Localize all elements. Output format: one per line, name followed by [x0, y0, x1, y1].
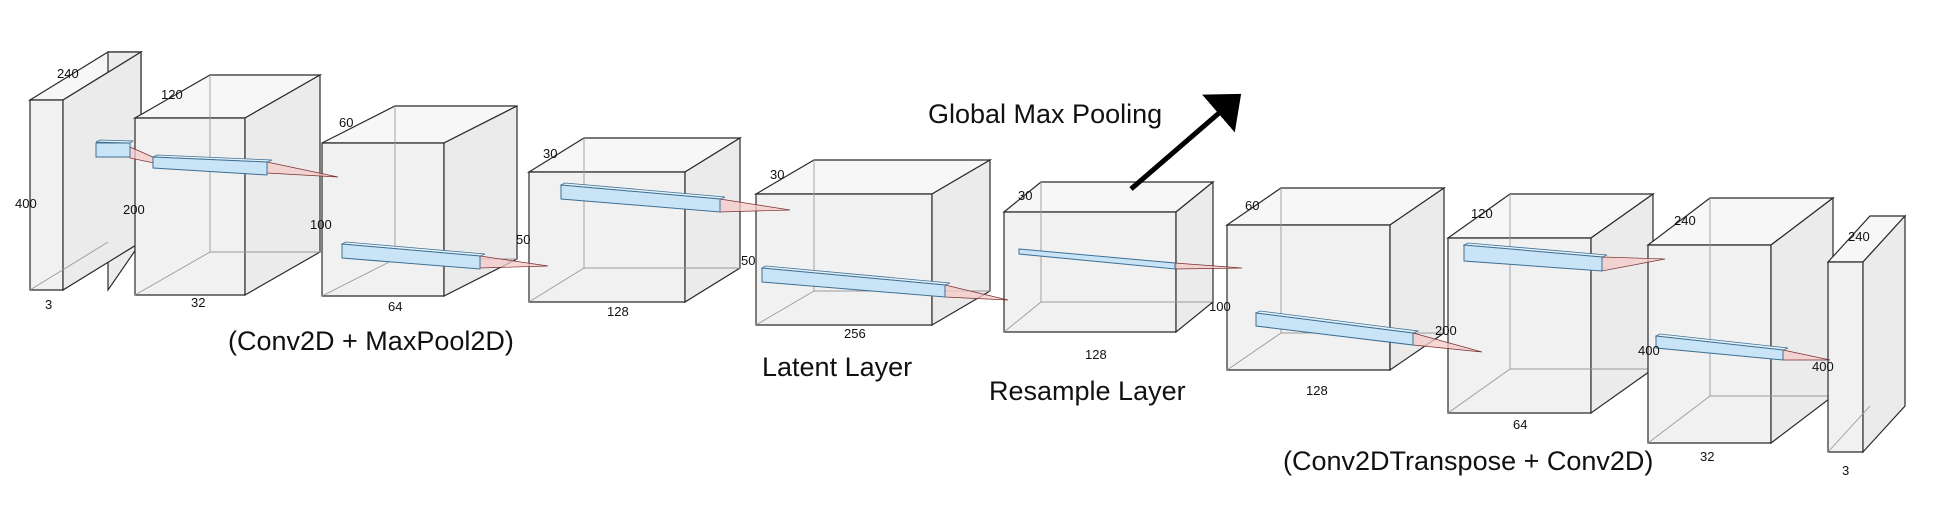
block-10-depth-label: 3	[1842, 463, 1849, 478]
block-2-height-label: 200	[123, 202, 145, 217]
block-1-depth-label: 3	[45, 297, 52, 312]
kernel-bar-8	[1463, 244, 1603, 272]
layer-block-resample	[1002, 180, 1215, 334]
layer-block-output	[1826, 214, 1907, 454]
block-7-width-label: 60	[1245, 198, 1259, 213]
kernel-bar-4	[560, 184, 721, 213]
layer-block-9	[1646, 196, 1835, 445]
block-10-height-label: 400	[1812, 359, 1834, 374]
block-10-width-label: 240	[1848, 229, 1870, 244]
block-4-height-label: 50	[516, 232, 530, 247]
block-8-depth-label: 64	[1513, 417, 1527, 432]
decoder-caption: (Conv2DTranspose + Conv2D)	[1283, 446, 1653, 476]
block-2-depth-label: 32	[191, 295, 205, 310]
block-8-height-label: 200	[1435, 323, 1457, 338]
encoder-caption: (Conv2D + MaxPool2D)	[228, 326, 514, 356]
captions: (Conv2D + MaxPool2D) Latent Layer Resamp…	[228, 99, 1653, 476]
kernel-bar-5	[761, 267, 946, 298]
resample-layer-caption: Resample Layer	[989, 376, 1186, 406]
layer-block-input	[27, 50, 144, 292]
block-7-height-label: 100	[1209, 299, 1231, 314]
block-5-depth-label: 256	[844, 326, 866, 341]
block-3-height-label: 100	[310, 217, 332, 232]
block-5-height-label: 50	[741, 253, 755, 268]
kernel-bar-7	[1255, 312, 1414, 346]
block-1-width-label: 240	[57, 66, 79, 81]
latent-layer-caption: Latent Layer	[762, 352, 912, 382]
block-9-height-label: 400	[1638, 343, 1660, 358]
kernel-bar-1	[95, 142, 131, 158]
global-max-pooling-arrow	[1129, 93, 1242, 191]
block-9-width-label: 240	[1674, 213, 1696, 228]
block-6-depth-label: 128	[1085, 347, 1107, 362]
kernel-bar-3	[341, 243, 481, 270]
layer-block-8	[1446, 192, 1655, 415]
kernel-bar-9	[1655, 335, 1784, 361]
layer-block-4	[526, 136, 743, 304]
block-5-width-label: 30	[770, 167, 784, 182]
kernel-bar-2	[152, 156, 268, 176]
kernel-bar-6	[1018, 248, 1176, 270]
block-7-depth-label: 128	[1306, 383, 1328, 398]
block-4-depth-label: 128	[607, 304, 629, 319]
global-max-pooling-caption: Global Max Pooling	[928, 99, 1162, 129]
block-8-width-label: 120	[1471, 206, 1493, 221]
block-4-width-label: 30	[543, 146, 557, 161]
block-3-width-label: 60	[339, 115, 353, 130]
dimension-labels: 240 400 3 120 200 32 60 100 64 30 50 128…	[15, 66, 1870, 478]
block-6-width-label: 30	[1018, 188, 1032, 203]
kernel-connectors	[95, 139, 1831, 361]
layer-block-2	[132, 73, 323, 297]
block-2-width-label: 120	[161, 87, 183, 102]
block-9-depth-label: 32	[1700, 449, 1714, 464]
block-3-depth-label: 64	[388, 299, 402, 314]
layer-block-latent	[753, 158, 993, 327]
block-1-height-label: 400	[15, 196, 37, 211]
